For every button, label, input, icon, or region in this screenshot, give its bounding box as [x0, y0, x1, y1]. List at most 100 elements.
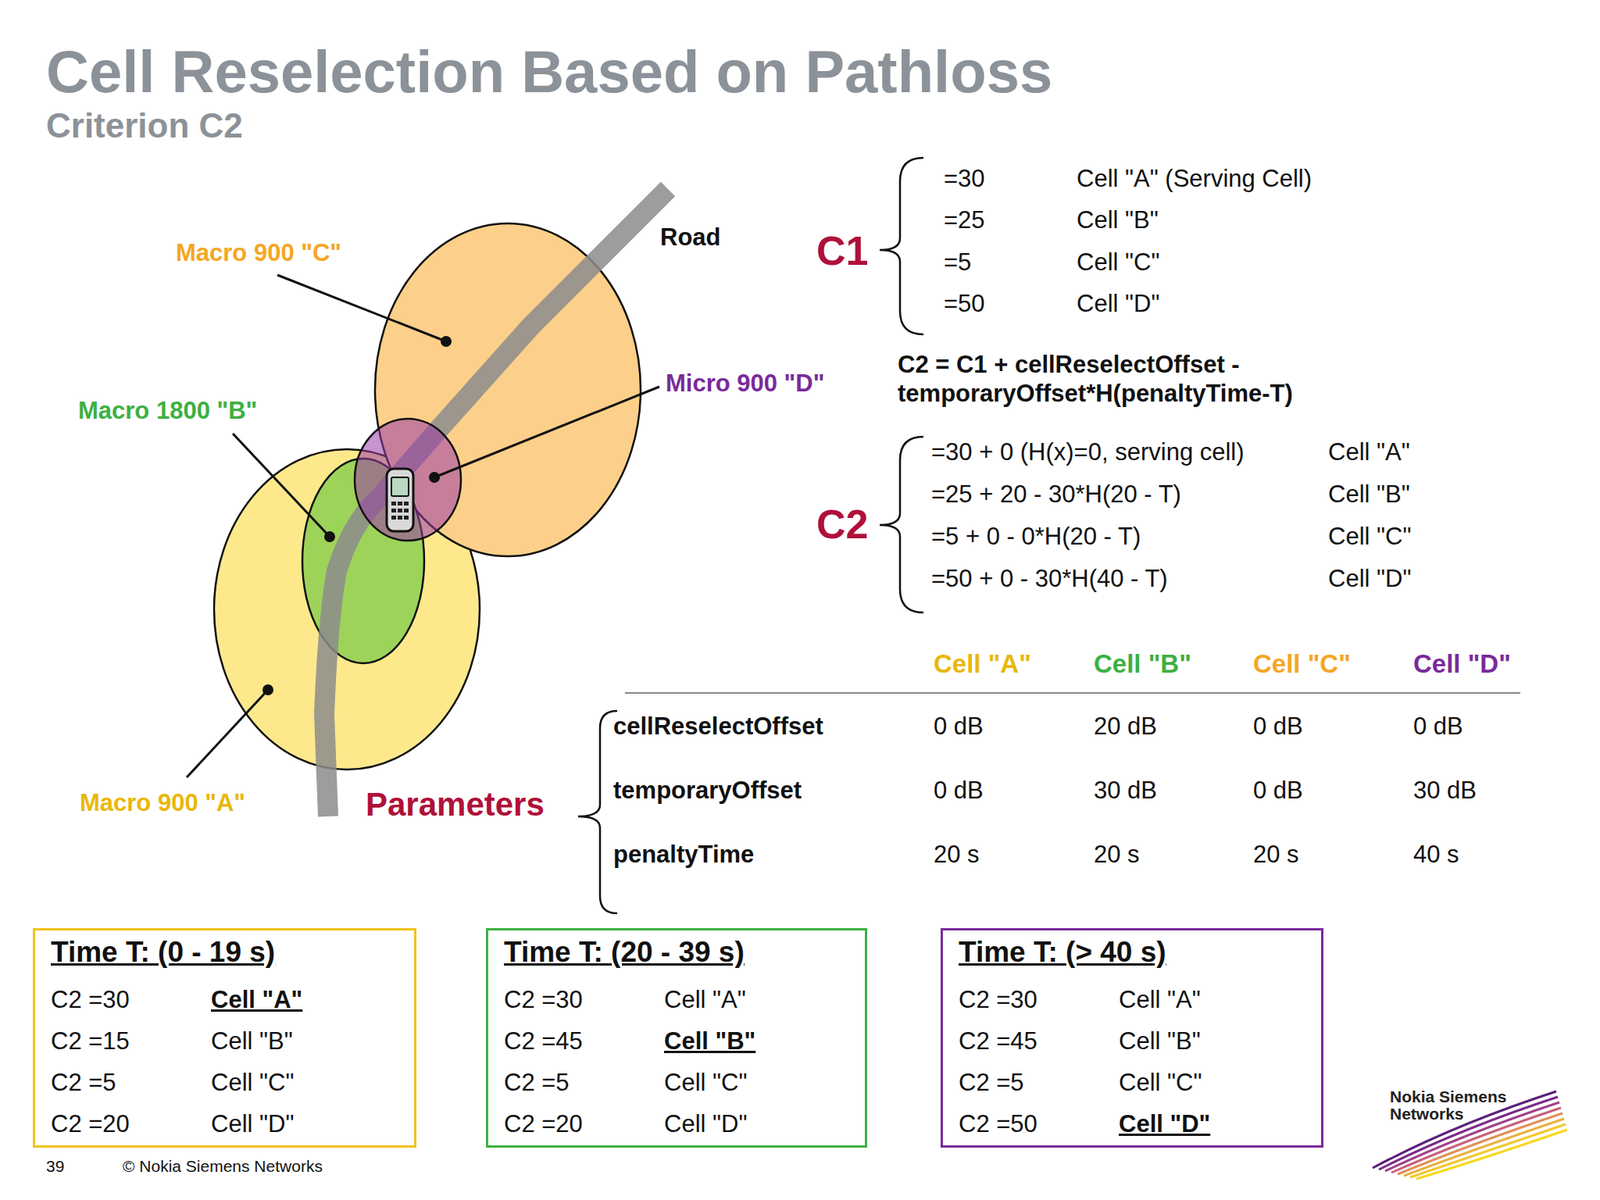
- table-cell: =50: [943, 289, 986, 318]
- phone-key: [397, 515, 403, 520]
- cell-name: Cell "A": [664, 985, 747, 1015]
- table-cell: =30 + 0 (H(x)=0, serving cell): [931, 437, 1245, 467]
- row-header: penaltyTime: [613, 839, 754, 869]
- logo-stroke: [1410, 1124, 1566, 1178]
- table-cell: Cell "B": [1076, 205, 1159, 235]
- box-heading: Time T: (> 40 s): [958, 935, 1167, 970]
- table-cell: =50 + 0 - 30*H(40 - T): [931, 564, 1168, 593]
- leader-dot: [428, 471, 440, 483]
- leader-line: [232, 433, 330, 537]
- c2-value: C2 =5: [50, 1067, 117, 1097]
- table-cell: =25: [943, 205, 986, 235]
- road-label: Road: [660, 222, 722, 252]
- criterion-label: C2: [816, 500, 868, 549]
- phone-screen: [391, 477, 409, 497]
- row-header: temporaryOffset: [613, 775, 802, 805]
- mobile-phone: [386, 468, 414, 532]
- column-header: Cell "D": [1413, 648, 1511, 680]
- table-cell: Cell "B": [1328, 479, 1411, 509]
- subtitle: Criterion C2: [46, 105, 243, 147]
- brace: [879, 157, 924, 335]
- table-cell: 20 s: [1253, 839, 1300, 869]
- leader-line: [186, 689, 268, 778]
- cell-name: Cell "A": [210, 985, 303, 1015]
- table-cell: 20 s: [933, 839, 980, 869]
- table-cell: 0 dB: [1253, 775, 1304, 805]
- table-cell: 20 s: [1093, 839, 1140, 869]
- page-number: 39: [46, 1156, 65, 1176]
- table-cell: =30: [943, 164, 986, 193]
- table-rule: [625, 692, 1521, 694]
- cell-name: Cell "C": [1118, 1067, 1202, 1097]
- cell-d-area: [354, 418, 461, 541]
- table-cell: 0 dB: [933, 711, 984, 741]
- brace: [578, 710, 618, 914]
- phone-key: [397, 508, 403, 513]
- leader-dot: [324, 531, 336, 543]
- c2-value: C2 =50: [958, 1109, 1038, 1139]
- logo-stroke: [1416, 1129, 1568, 1179]
- phone-key: [403, 515, 409, 520]
- box-heading: Time T: (20 - 39 s): [503, 935, 745, 970]
- cell-name: Macro 900 "A": [79, 788, 246, 818]
- copyright: © Nokia Siemens Networks: [122, 1156, 323, 1176]
- table-cell: 40 s: [1413, 839, 1460, 869]
- criterion-label: C1: [816, 226, 868, 275]
- c2-value: C2 =5: [503, 1067, 570, 1097]
- phone-key: [391, 515, 397, 520]
- table-cell: Cell "A" (Serving Cell): [1076, 164, 1312, 193]
- cell-name: Cell "D": [664, 1109, 747, 1139]
- cell-name: Cell "A": [1118, 985, 1201, 1015]
- cell-name: Macro 1800 "B": [78, 396, 258, 425]
- phone-key: [397, 501, 403, 506]
- time-window-box: Time T: (0 - 19 s)C2 =30Cell "A"C2 =15Ce…: [32, 928, 417, 1148]
- table-cell: 0 dB: [933, 775, 984, 805]
- c2-value: C2 =45: [958, 1026, 1038, 1056]
- c2-value: C2 =30: [50, 985, 130, 1015]
- formula: C2 = C1 + cellReselectOffset - temporary…: [897, 350, 1367, 408]
- cell-name: Cell "C": [664, 1067, 747, 1097]
- leader-dot: [262, 684, 274, 696]
- c2-value: C2 =5: [958, 1067, 1025, 1097]
- table-cell: 30 dB: [1093, 775, 1158, 805]
- logo-text: Nokia Siemens Networks: [1389, 1088, 1515, 1123]
- column-header: Cell "A": [933, 648, 1032, 680]
- time-window-box: Time T: (> 40 s) C2 =30 Cell "A" C2 =45Cell…: [940, 928, 1324, 1148]
- table-cell: Cell "D": [1328, 564, 1411, 593]
- row-header: cellReselectOffset: [613, 711, 824, 741]
- table-cell: 20 dB: [1093, 711, 1158, 741]
- box-heading: Time T: (0 - 19 s): [50, 935, 275, 970]
- cell-name: Cell "D": [210, 1109, 294, 1139]
- table-cell: 30 dB: [1413, 775, 1477, 805]
- table-cell: =5 + 0 - 0*H(20 - T): [931, 521, 1141, 551]
- phone-key: [391, 501, 397, 506]
- c2-value: C2 =20: [503, 1109, 583, 1139]
- cell-name: Cell "B": [210, 1026, 293, 1056]
- time-window-box: Time T: (20 - 39 s)C2 =30Cell "A"C2 =45C…: [485, 928, 868, 1148]
- logo-stroke: [1403, 1118, 1565, 1176]
- table-cell: Cell "C": [1328, 521, 1411, 551]
- phone-key: [403, 508, 409, 513]
- table-cell: Cell "D": [1076, 289, 1160, 318]
- cell-name: Micro 900 "D": [665, 368, 825, 398]
- leader-dot: [440, 335, 452, 347]
- table-cell: Cell "C": [1076, 247, 1160, 277]
- table-cell: 0 dB: [1253, 711, 1304, 741]
- table-cell: =25 + 20 - 30*H(20 - T): [931, 479, 1182, 509]
- cell-name: Cell "B": [664, 1026, 756, 1056]
- column-header: Cell "C": [1253, 648, 1351, 680]
- leader-line: [277, 275, 447, 342]
- phone-key: [403, 501, 409, 506]
- table-cell: Cell "A": [1328, 437, 1411, 467]
- phone-body: [386, 468, 414, 532]
- bracket-label: Parameters: [365, 785, 545, 825]
- table-cell: =5: [943, 247, 972, 277]
- cell-name: Macro 900 "C": [175, 238, 342, 268]
- cell-name: Cell "D": [1118, 1109, 1211, 1139]
- brace: [879, 436, 924, 613]
- leader-line: [434, 386, 660, 478]
- c2-value: C2 =30: [958, 985, 1038, 1015]
- c2-value: C2 =30: [503, 985, 583, 1015]
- table-cell: 0 dB: [1413, 711, 1464, 741]
